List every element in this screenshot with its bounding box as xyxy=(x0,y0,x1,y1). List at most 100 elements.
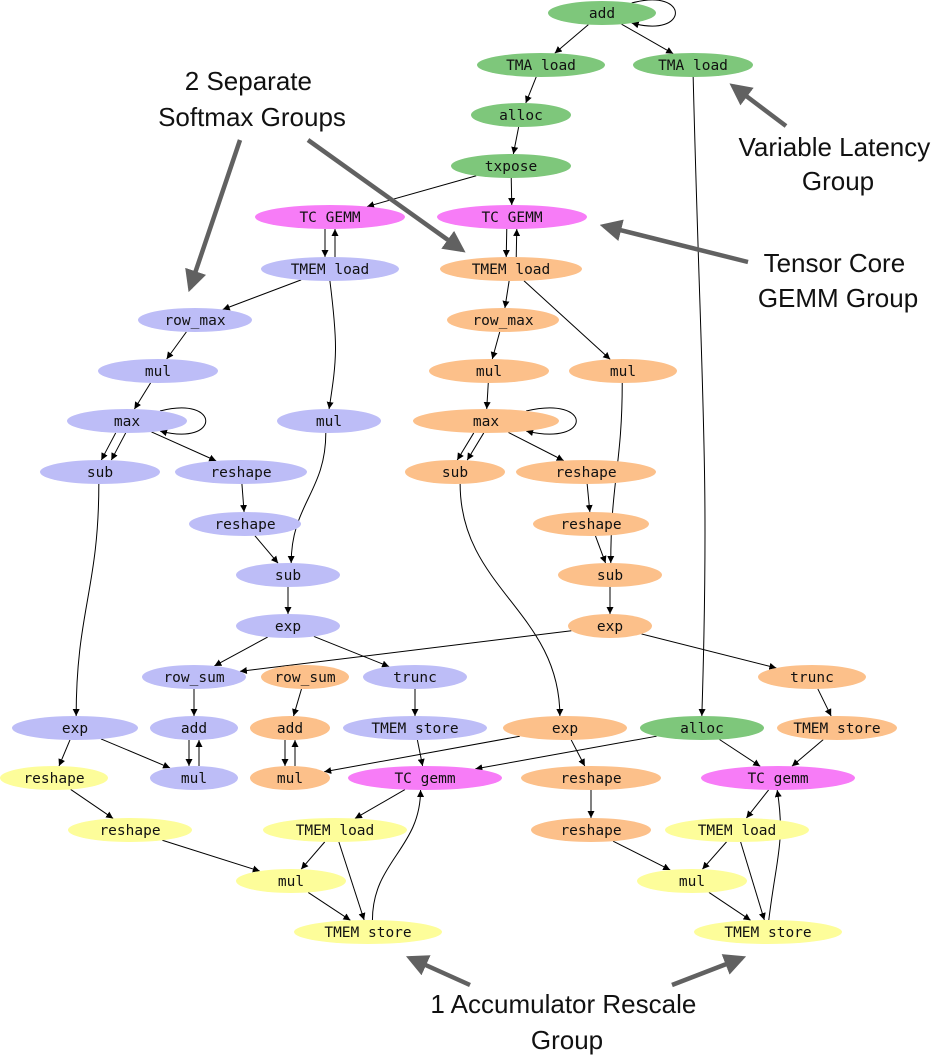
node-label: row_max xyxy=(472,313,533,329)
node-shape xyxy=(758,665,866,689)
node-shape xyxy=(413,409,559,433)
node-label: sub xyxy=(442,465,468,481)
node-tc-gemm-c: TC gemm xyxy=(348,766,502,790)
node-shape xyxy=(150,766,238,790)
node-y1-tmem-store: TMEM store xyxy=(294,920,442,944)
edge-a-max-to-a-max xyxy=(159,407,207,437)
edge-a-max-to-a-reshape1 xyxy=(151,431,217,462)
node-shape xyxy=(440,257,582,281)
node-shape xyxy=(437,205,587,229)
node-shape xyxy=(175,460,307,484)
node-a-tmem-load: TMEM load xyxy=(261,257,399,281)
edge-tc-gemm-d-to-y2-tmem-load xyxy=(745,789,770,819)
edge-a-tmem-load-to-a-mul-right xyxy=(326,280,336,410)
callout-accumulator: 1 Accumulator Rescale Group xyxy=(430,989,703,1055)
node-label: TMEM load xyxy=(698,823,777,839)
edge-b-mul1-to-b-max xyxy=(483,382,491,410)
node-shape xyxy=(138,308,252,332)
edge-alloc-top-to-txpose xyxy=(511,126,520,155)
node-shape xyxy=(261,257,399,281)
node-label: trunc xyxy=(393,670,437,686)
edge-alloc-mid-to-tc-gemm-c xyxy=(475,735,657,772)
callout-variable-latency-line2: Group xyxy=(802,166,874,196)
node-a-trunc: trunc xyxy=(363,665,467,689)
node-label: sub xyxy=(275,568,301,584)
node-shape xyxy=(68,818,192,842)
node-shape xyxy=(471,103,571,127)
node-label: exp xyxy=(62,721,88,737)
callout-softmax-line2: Softmax Groups xyxy=(158,102,346,132)
edge-a-tmem-load-to-a-row-max xyxy=(222,279,302,311)
edge-b-trunc-to-b-tmem-store xyxy=(817,688,832,717)
node-shape xyxy=(569,359,677,383)
edge-a-exp-mid-to-a-trunc xyxy=(313,635,390,668)
node-tc-gemm-b: TC GEMM xyxy=(437,205,587,229)
edge-y2-tmem-store-to-tc-gemm-d xyxy=(768,789,782,921)
node-y2-tmem-load: TMEM load xyxy=(665,818,809,842)
callout-accumulator-line2: Group xyxy=(531,1025,603,1055)
callout-arrow-softmax-right xyxy=(306,138,466,253)
node-label: reshape xyxy=(555,465,616,481)
node-shape xyxy=(236,614,340,638)
callout-arrow-softmax-left xyxy=(185,139,243,293)
node-b-reshape2: reshape xyxy=(533,512,649,536)
edge-b-tmem-load-to-b-row-max xyxy=(502,280,510,309)
node-y2-tmem-store: TMEM store xyxy=(694,920,842,944)
edge-b-max-to-b-sub-left xyxy=(466,432,485,461)
node-shape xyxy=(548,1,656,25)
node-label: TMA load xyxy=(658,58,728,74)
node-shape xyxy=(665,818,809,842)
node-shape xyxy=(637,869,747,893)
node-shape xyxy=(236,563,340,587)
node-txpose: txpose xyxy=(451,154,571,178)
node-shape xyxy=(150,716,238,740)
node-label: reshape xyxy=(23,771,84,787)
node-shape xyxy=(343,716,487,740)
node-a-exp-mid: exp xyxy=(236,614,340,638)
node-shape xyxy=(255,205,405,229)
node-y1-tmem-load: TMEM load xyxy=(263,818,407,842)
edge-a-exp-left-to-y-reshape1 xyxy=(58,739,71,767)
node-shape xyxy=(531,818,651,842)
callouts-layer: 2 Separate Softmax Groups Variable Laten… xyxy=(158,66,930,1055)
node-y-reshape1: reshape xyxy=(0,766,108,790)
node-shape xyxy=(503,716,627,740)
node-b-reshape3: reshape xyxy=(521,766,661,790)
edge-a-max-to-a-sub-left xyxy=(100,432,117,461)
edge-tc-gemm-c-to-y1-tmem-load xyxy=(354,789,406,819)
edge-y1-tmem-load-to-y1-tmem-store xyxy=(338,841,366,921)
node-shape xyxy=(277,409,381,433)
callout-arrow-accumulator-left xyxy=(405,955,471,988)
edge-b-tmem-load-to-b-mul-right xyxy=(523,280,611,360)
edge-a-reshape2-to-a-sub-mid xyxy=(254,535,279,564)
node-add-top: add xyxy=(548,1,656,25)
edge-b-exp-mid-to-a-row-sum xyxy=(239,630,572,674)
node-label: TMEM load xyxy=(291,262,370,278)
callout-softmax-line1: 2 Separate xyxy=(185,66,312,96)
node-tma-load-1: TMA load xyxy=(477,53,605,77)
node-label: reshape xyxy=(99,823,160,839)
edge-b-reshape4-to-y2-mul xyxy=(612,840,671,871)
node-shape xyxy=(633,53,753,77)
callout-arrow-tensor-core xyxy=(599,219,749,265)
node-label: TMA load xyxy=(506,58,576,74)
node-label: mul xyxy=(476,364,502,380)
node-label: TC GEMM xyxy=(481,210,542,226)
node-label: exp xyxy=(275,619,301,635)
node-a-sub-left: sub xyxy=(40,460,160,484)
node-a-max: max xyxy=(67,409,187,433)
edge-a-sub-left-to-a-exp-left xyxy=(72,483,100,717)
node-label: row_sum xyxy=(274,670,335,686)
node-label: sub xyxy=(597,568,623,584)
edge-b-tmem-store-to-tc-gemm-d xyxy=(791,739,824,767)
node-label: reshape xyxy=(560,771,621,787)
node-b-max: max xyxy=(413,409,559,433)
node-shape xyxy=(98,359,218,383)
edge-b-exp-left-to-b-mul-bottom xyxy=(324,735,520,774)
node-shape xyxy=(0,766,108,790)
node-b-tmem-store: TMEM store xyxy=(777,716,897,740)
node-b-row-max: row_max xyxy=(447,308,559,332)
node-shape xyxy=(558,563,662,587)
node-b-mul-right: mul xyxy=(569,359,677,383)
node-shape xyxy=(263,818,407,842)
